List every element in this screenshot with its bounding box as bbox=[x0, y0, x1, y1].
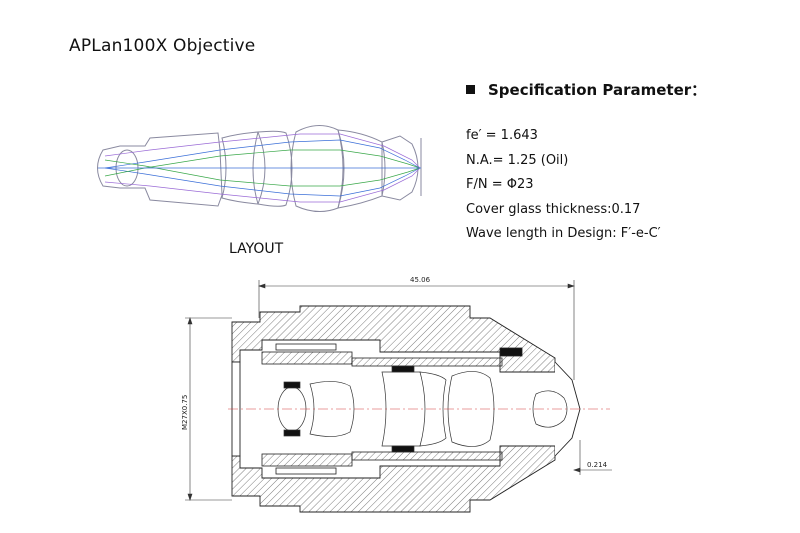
ray-fans bbox=[98, 133, 421, 203]
retainer-2 bbox=[283, 429, 301, 437]
spacer-top bbox=[499, 347, 523, 357]
housing-top bbox=[231, 305, 556, 373]
ray-green-1 bbox=[104, 149, 421, 177]
cell-1-top bbox=[261, 351, 353, 365]
retainer-3 bbox=[391, 365, 415, 373]
lens-group-1 bbox=[97, 132, 223, 207]
thread-dimension-label: M27X0.75 bbox=[181, 395, 189, 430]
lens-5 bbox=[337, 129, 383, 209]
bullet-square-icon bbox=[466, 85, 475, 94]
thread-dimension bbox=[185, 317, 232, 501]
spec-heading: Specification Parameter： bbox=[466, 79, 706, 100]
length-dimension bbox=[258, 280, 575, 380]
ray-purple-2 bbox=[104, 167, 421, 203]
spec-item-cover-glass: Cover glass thickness:0.17 bbox=[466, 201, 641, 217]
section-lens-6 bbox=[532, 390, 568, 428]
cell-2-top bbox=[351, 357, 503, 367]
lens-elements bbox=[97, 125, 422, 212]
spec-heading-text: Specification Parameter： bbox=[488, 81, 707, 99]
lens-3 bbox=[257, 130, 293, 207]
spring-bottom bbox=[275, 467, 337, 475]
length-dimension-label: 45.06 bbox=[410, 276, 431, 284]
spec-item-focal: fe′ = 1.643 bbox=[466, 128, 538, 143]
cell-1-bottom bbox=[261, 453, 353, 467]
spec-item-fn: F/N = Φ23 bbox=[466, 177, 534, 192]
spec-item-na: N.A.= 1.25 (Oil) bbox=[466, 152, 569, 168]
inner-cells bbox=[261, 343, 523, 475]
retainer-4 bbox=[391, 445, 415, 453]
ray-blue-2 bbox=[104, 167, 421, 197]
lens-6 bbox=[381, 135, 419, 201]
ray-purple-1 bbox=[104, 133, 421, 169]
cell-2-bottom bbox=[351, 451, 503, 461]
layout-label: LAYOUT bbox=[229, 241, 284, 257]
page-title: APLan100X Objective bbox=[69, 36, 256, 56]
gap-dimension-label: 0.214 bbox=[587, 461, 608, 469]
ray-blue-1 bbox=[104, 139, 421, 169]
spec-list: fe′ = 1.643 N.A.= 1.25 (Oil) F/N = Φ23 C… bbox=[466, 124, 661, 247]
housing-bottom bbox=[231, 445, 556, 513]
spring-top bbox=[275, 343, 337, 351]
gap-dimension bbox=[573, 440, 612, 475]
retainer-1 bbox=[283, 381, 301, 389]
spec-item-wavelength: Wave length in Design: F′-e-C′ bbox=[466, 226, 661, 241]
